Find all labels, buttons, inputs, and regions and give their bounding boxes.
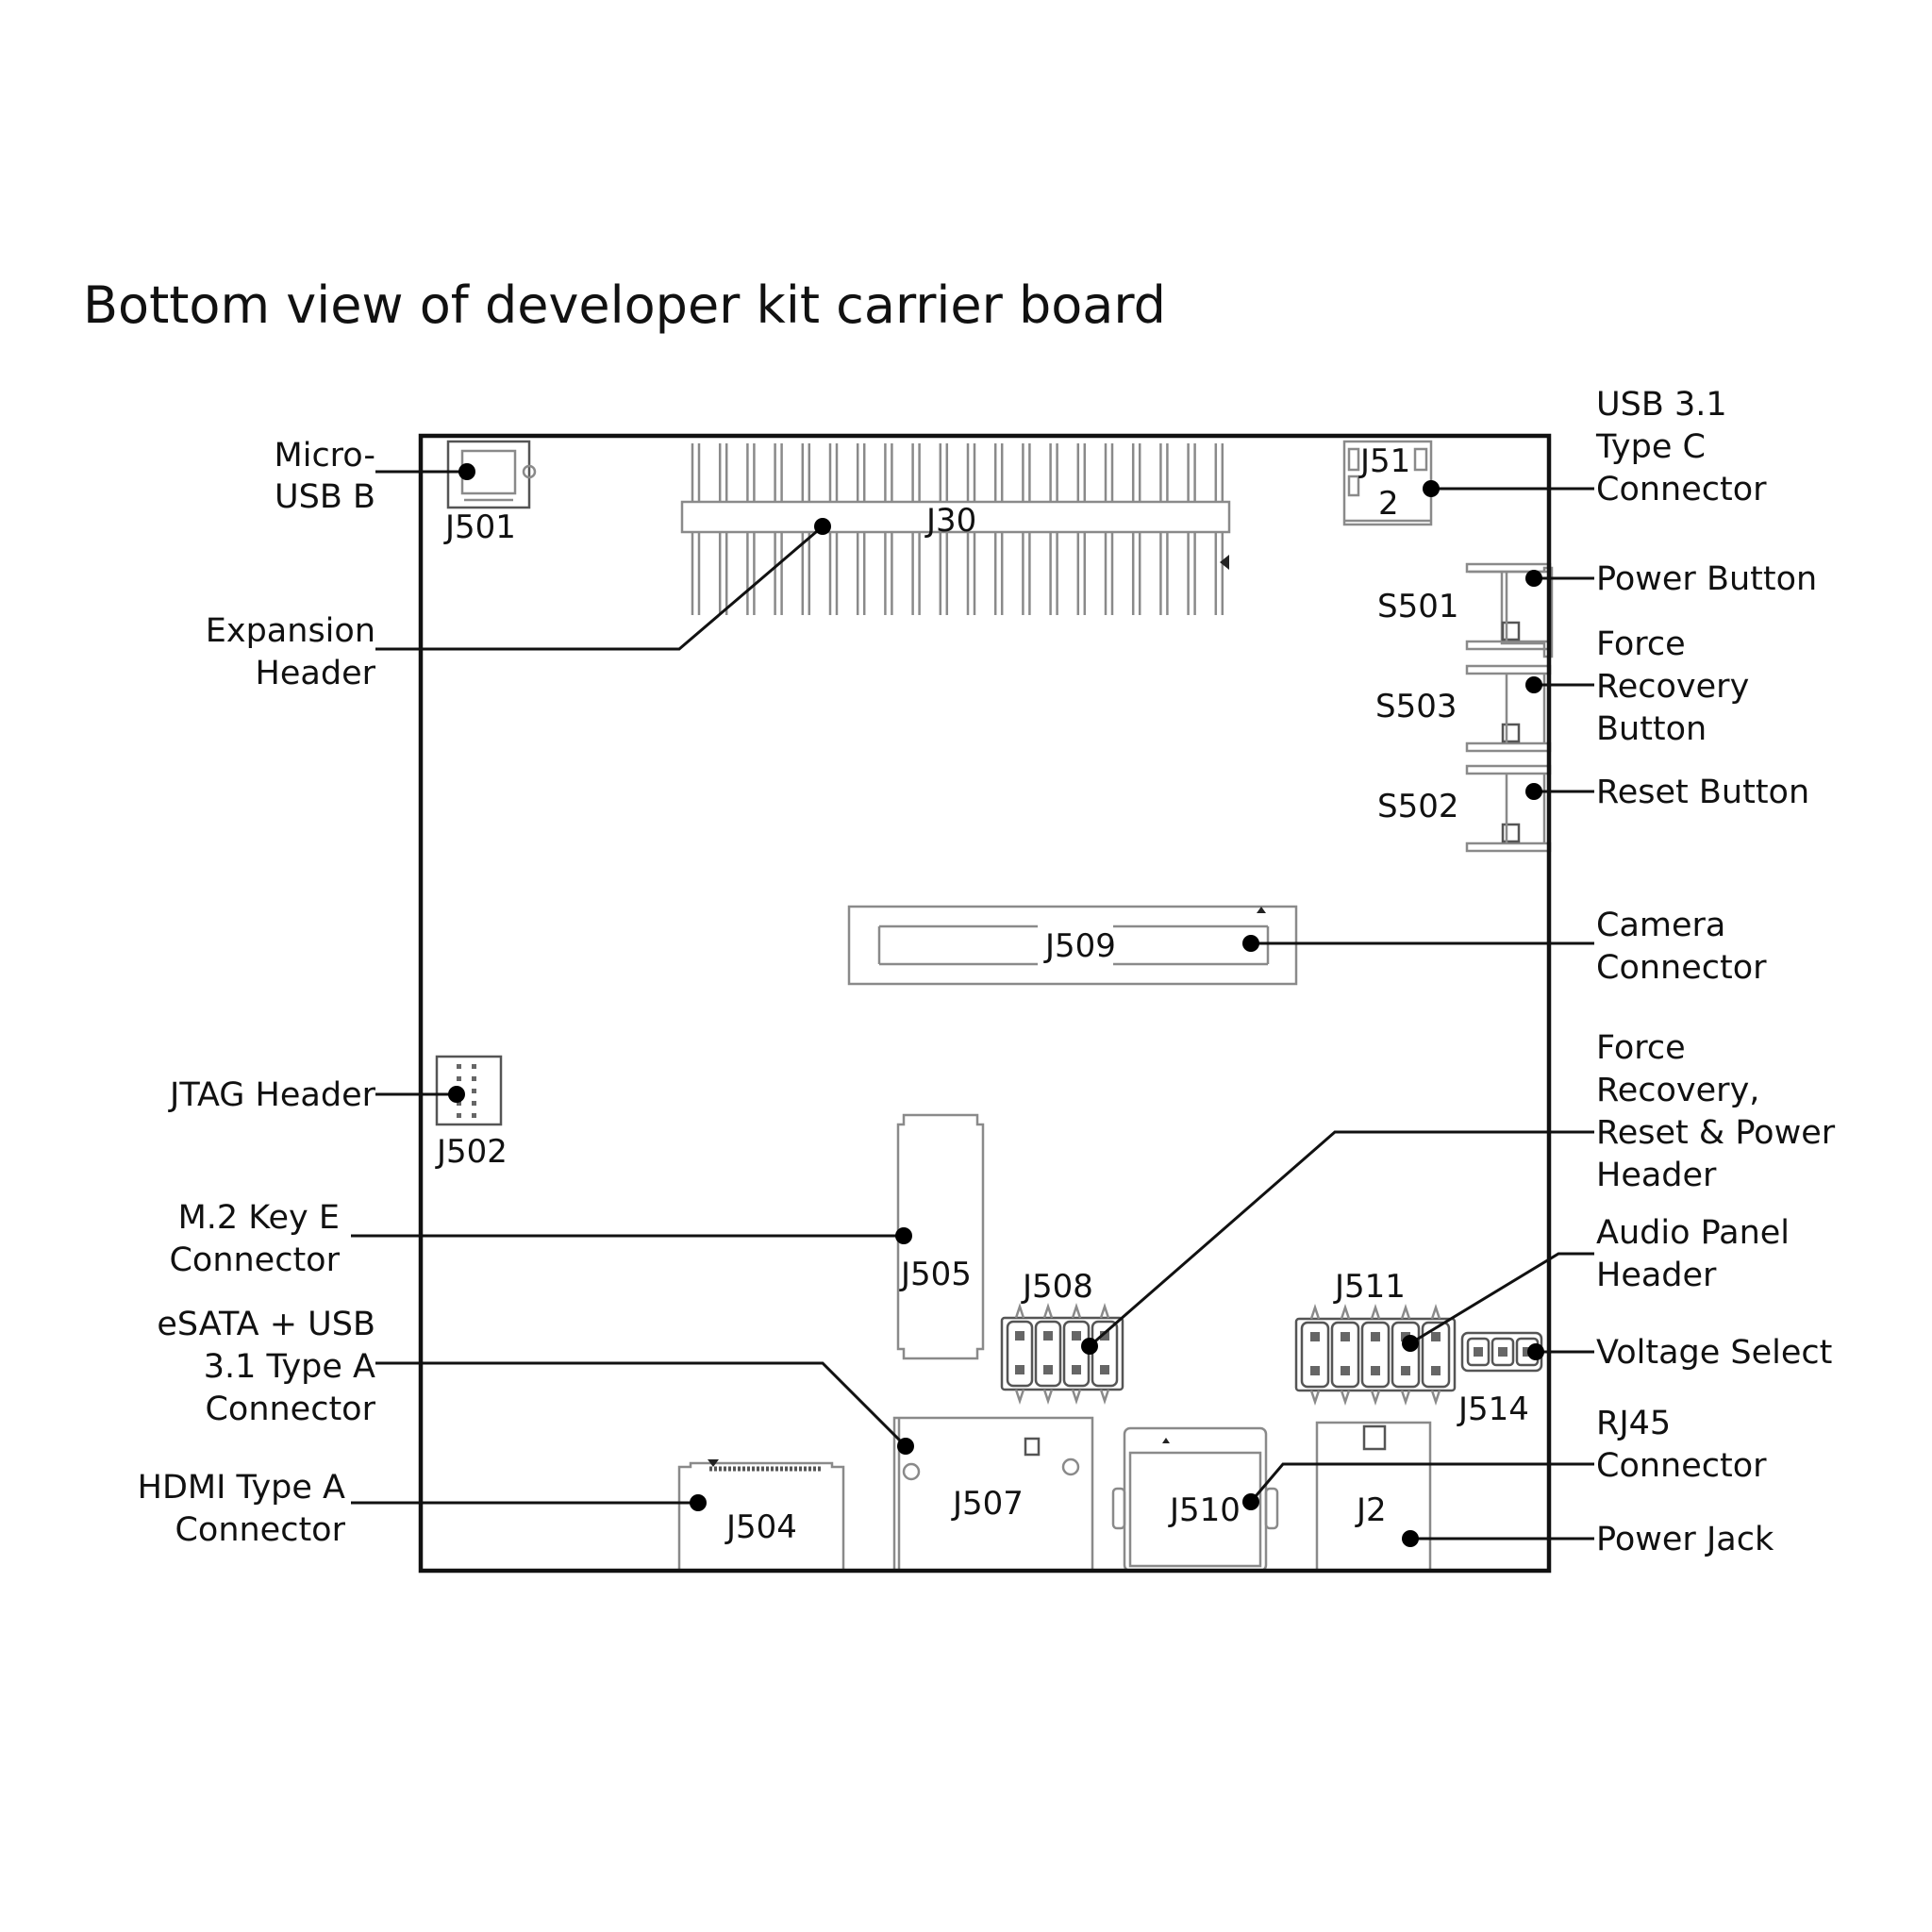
label-camera-2: Connector xyxy=(1596,949,1767,987)
header-j508 xyxy=(1000,1303,1124,1405)
label-m2-1: M.2 Key E xyxy=(178,1199,340,1237)
ref-j514: J514 xyxy=(1457,1391,1529,1428)
ref-j511: J511 xyxy=(1333,1268,1406,1306)
ref-s502: S502 xyxy=(1377,788,1458,825)
hdmi-connector-j504 xyxy=(677,1459,845,1571)
label-reset-button: Reset Button xyxy=(1596,774,1809,811)
ref-j507: J507 xyxy=(951,1485,1024,1523)
label-usbc-2: Type C xyxy=(1595,428,1706,466)
label-micro-usb-2: USB B xyxy=(275,478,375,516)
ref-j512-line2: 2 xyxy=(1378,485,1399,523)
label-audio-1: Audio Panel xyxy=(1596,1214,1790,1252)
label-frrp-1: Force xyxy=(1596,1029,1686,1067)
label-force-recovery-1: Force xyxy=(1596,625,1686,663)
audio-header-j511 xyxy=(1294,1304,1457,1406)
ref-s501: S501 xyxy=(1377,588,1458,625)
label-expansion-1: Expansion xyxy=(206,612,375,650)
label-frrp-2: Recovery, xyxy=(1596,1072,1759,1109)
label-hdmi-2: Connector xyxy=(175,1511,345,1549)
label-usbc-3: Connector xyxy=(1596,471,1767,508)
board-outline xyxy=(418,433,1552,1574)
label-force-recovery-2: Recovery xyxy=(1596,668,1749,706)
ref-j2: J2 xyxy=(1355,1491,1387,1529)
label-jtag: JTAG Header xyxy=(168,1076,376,1114)
ref-j509: J509 xyxy=(1043,927,1116,965)
callout-dots xyxy=(448,463,1544,1547)
label-camera-1: Camera xyxy=(1596,907,1725,944)
ref-j504: J504 xyxy=(724,1508,797,1546)
jtag-header-j502 xyxy=(435,1055,503,1126)
right-callouts: USB 3.1 Type C Connector Power Button Fo… xyxy=(1595,386,1836,1558)
label-frrp-3: Reset & Power xyxy=(1596,1114,1836,1152)
ref-s503: S503 xyxy=(1375,688,1457,725)
leader-lines xyxy=(351,470,1594,1541)
label-audio-2: Header xyxy=(1596,1257,1717,1294)
label-voltage-select: Voltage Select xyxy=(1596,1334,1832,1372)
label-usbc-1: USB 3.1 xyxy=(1596,386,1727,424)
label-micro-usb-1: Micro- xyxy=(275,437,375,475)
pin1-marker-icon xyxy=(1220,555,1229,570)
label-frrp-4: Header xyxy=(1596,1157,1717,1194)
ref-j512-line1: J51 xyxy=(1358,442,1410,480)
label-rj45-2: Connector xyxy=(1596,1447,1767,1485)
label-m2-2: Connector xyxy=(169,1241,340,1279)
ref-j502: J502 xyxy=(435,1133,508,1171)
ref-j30: J30 xyxy=(924,502,976,540)
ref-j508: J508 xyxy=(1021,1268,1093,1306)
label-expansion-2: Header xyxy=(256,655,376,692)
label-esata-2: 3.1 Type A xyxy=(204,1348,375,1386)
tactile-buttons xyxy=(1465,562,1554,853)
label-esata-3: Connector xyxy=(205,1391,375,1428)
reference-designators: J501 J30 J51 2 S501 S503 S502 J509 J502 … xyxy=(435,442,1529,1546)
label-power-jack: Power Jack xyxy=(1596,1521,1774,1558)
label-force-recovery-3: Button xyxy=(1596,710,1707,748)
camera-connector-j509 xyxy=(847,905,1298,986)
label-power-button: Power Button xyxy=(1596,560,1817,598)
ref-j501: J501 xyxy=(443,508,516,546)
ref-j505: J505 xyxy=(899,1256,972,1293)
label-esata-1: eSATA + USB xyxy=(157,1306,375,1343)
left-callouts: Micro- USB B Expansion Header JTAG Heade… xyxy=(138,437,376,1549)
label-hdmi-1: HDMI Type A xyxy=(138,1469,345,1507)
m2-connector-j505 xyxy=(896,1113,985,1360)
label-rj45-1: RJ45 xyxy=(1596,1405,1671,1442)
diagram-title: Bottom view of developer kit carrier boa… xyxy=(83,275,1166,335)
ref-j510: J510 xyxy=(1168,1491,1241,1529)
